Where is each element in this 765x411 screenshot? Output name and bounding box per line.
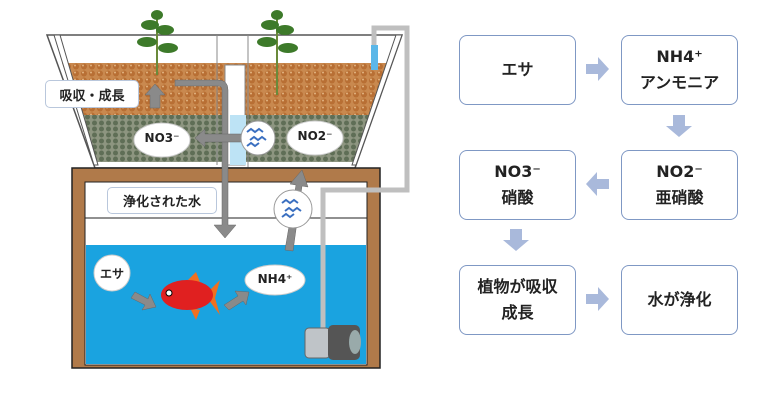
flow-text: NH4⁺ [656, 47, 703, 66]
flow-text: 成長 [501, 303, 534, 322]
flow-box-nitrate: NO3⁻ 硝酸 [459, 150, 576, 220]
feed-bubble-label: エサ [99, 267, 124, 281]
pump-icon [304, 325, 361, 360]
flow-text: 亜硝酸 [655, 188, 704, 207]
absorb-label: 吸収・成長 [45, 80, 139, 108]
return-pipe [320, 25, 410, 330]
flow-text: 植物が吸収 [477, 277, 558, 296]
nh4-cloud-label: NH4⁺ [257, 272, 293, 286]
no3-cloud-label: NO3⁻ [144, 131, 180, 145]
flow-text: NO2⁻ [656, 162, 703, 181]
flow-box-nitrite: NO2⁻ 亜硝酸 [621, 150, 738, 220]
purified-water-label: 浄化された水 [107, 187, 217, 214]
flow-box-feed: エサ [459, 35, 576, 105]
clouds [93, 120, 344, 296]
goldfish-icon [161, 272, 220, 320]
flow-text: NO3⁻ [494, 162, 541, 181]
bacteria-icon [240, 120, 313, 229]
plant-icon [137, 10, 298, 95]
flow-text: エサ [501, 60, 534, 79]
flow-text: 硝酸 [501, 188, 534, 207]
flow-text: アンモニア [639, 73, 720, 92]
flow-box-purified: 水が浄化 [621, 265, 738, 335]
flow-text: 水が浄化 [647, 290, 712, 309]
flow-box-ammonia: NH4⁺ アンモニア [621, 35, 738, 105]
no2-cloud-label: NO2⁻ [297, 129, 333, 143]
flow-box-plants: 植物が吸収成長 [459, 265, 576, 335]
